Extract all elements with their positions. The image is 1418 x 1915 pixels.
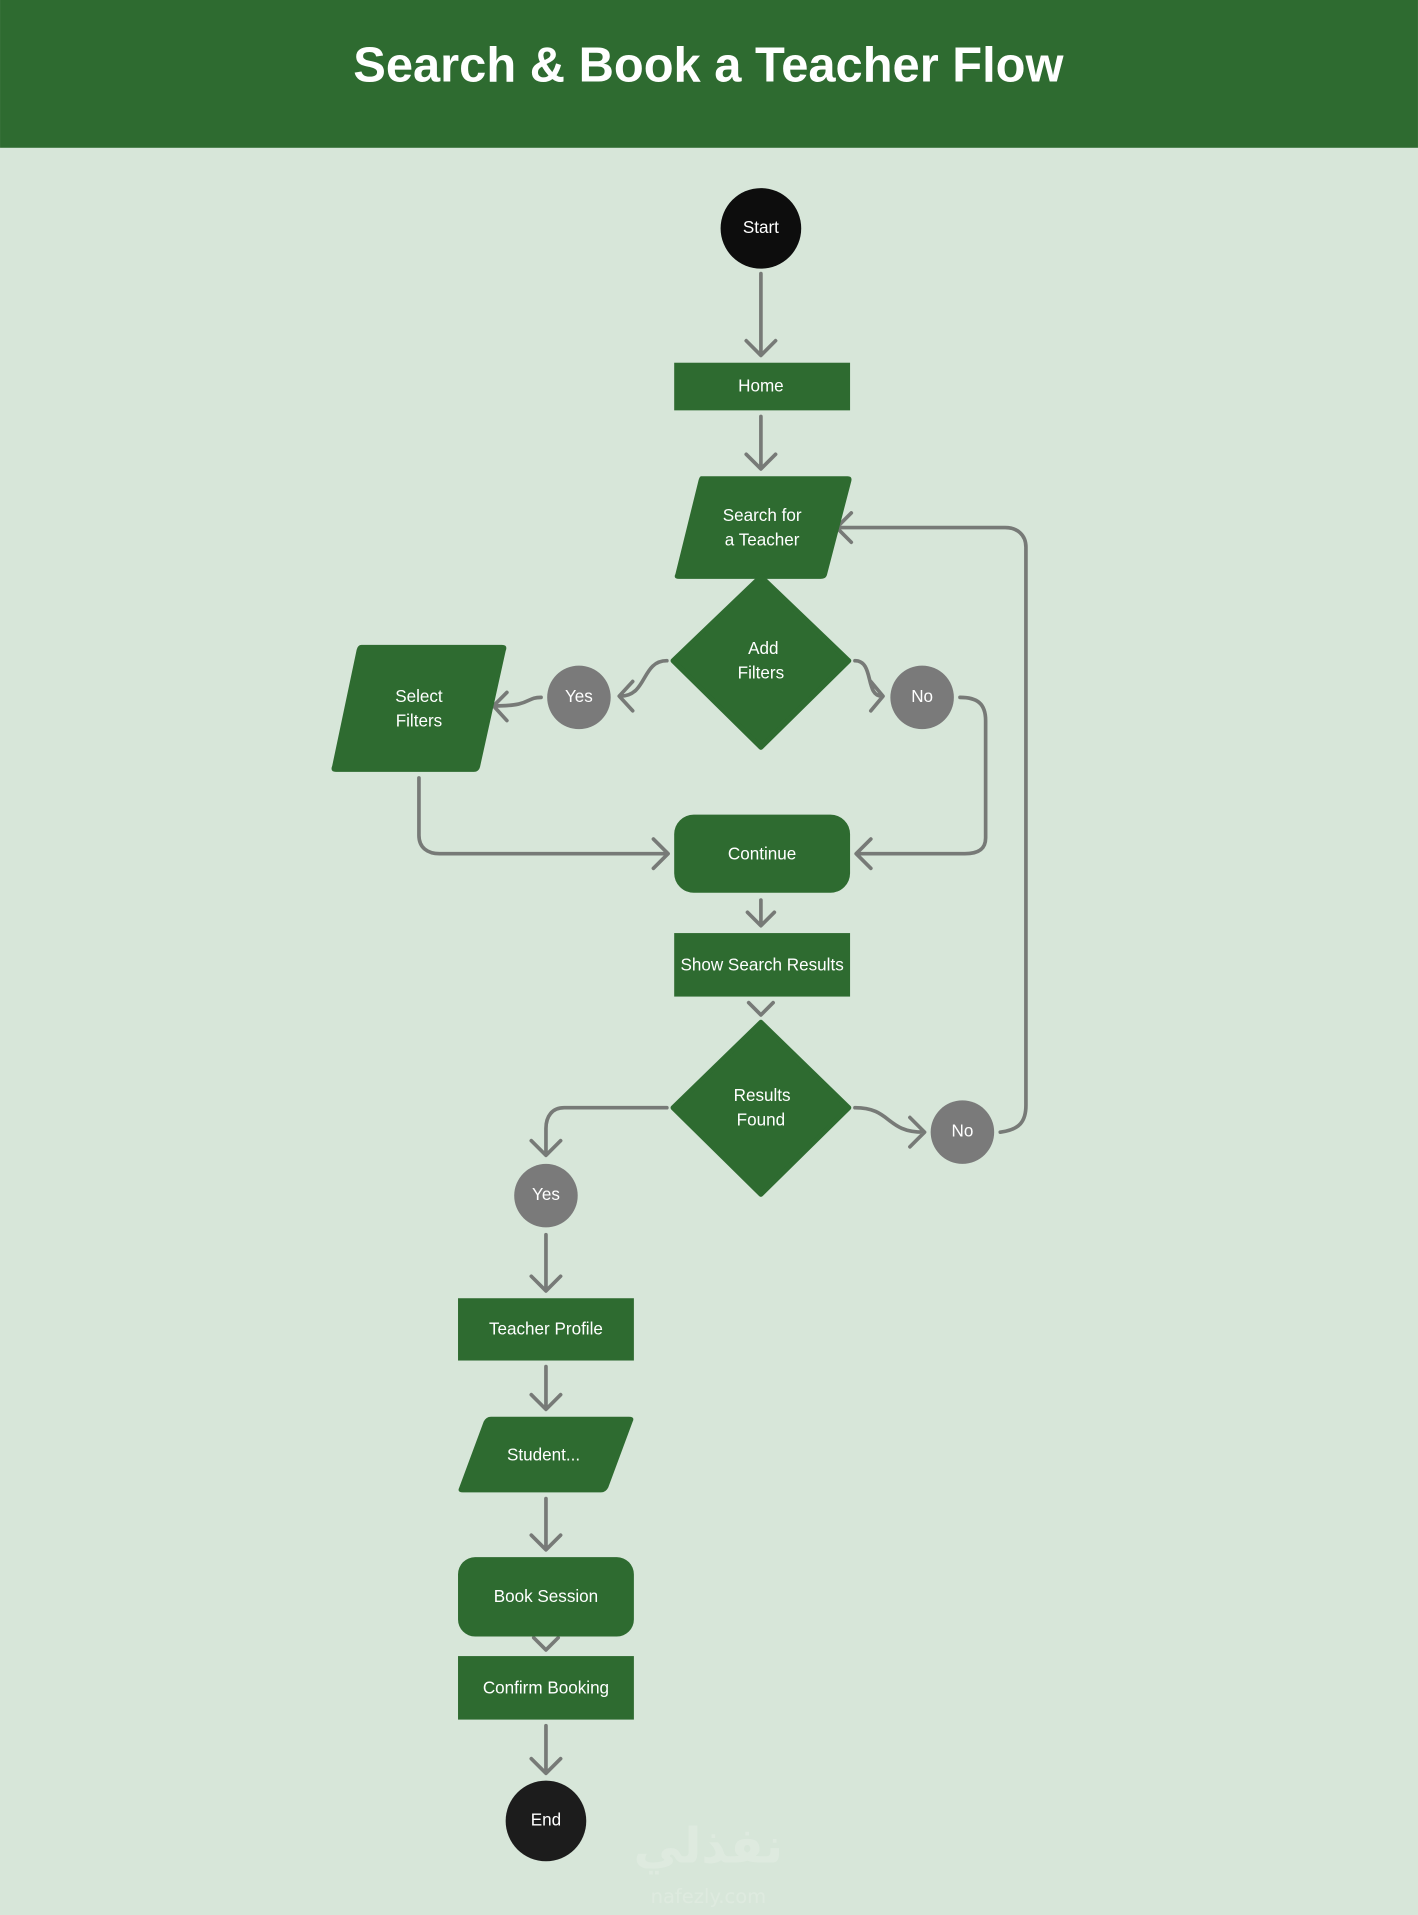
edge-addfilters-yes: [617, 658, 669, 713]
no-label-results: No: [930, 1100, 995, 1164]
start-node[interactable]: Start: [720, 188, 802, 269]
book-session-label: Book Session: [494, 1587, 598, 1606]
results-found-label-line1: Results: [734, 1086, 791, 1105]
teacher-profile-label: Teacher Profile: [489, 1320, 603, 1339]
no-text: No: [951, 1122, 973, 1141]
select-filters-label-line2: Filters: [396, 711, 443, 730]
show-results-label: Show Search Results: [680, 956, 843, 975]
watermark-logo: نفذلي nafezly.com: [634, 1817, 783, 1907]
continue-node[interactable]: Continue: [674, 814, 851, 893]
end-node[interactable]: End: [505, 1780, 587, 1862]
no-label-filters: No: [890, 665, 954, 730]
edge-student-book: [529, 1496, 563, 1552]
results-found-decision[interactable]: Results Found: [670, 1019, 852, 1197]
edge-confirm-end: [529, 1723, 563, 1776]
continue-label: Continue: [728, 844, 796, 863]
confirm-booking-node[interactable]: Confirm Booking: [458, 1656, 634, 1720]
yes-text: Yes: [532, 1185, 560, 1204]
edge-profile-student: [529, 1364, 563, 1412]
start-label: Start: [743, 218, 779, 237]
yes-label-results: Yes: [514, 1163, 578, 1228]
watermark-site-text: nafezly.com: [651, 1885, 767, 1908]
edge-addfilters-no: [853, 658, 885, 713]
search-label-line1: Search for: [723, 506, 802, 525]
yes-label-filters: Yes: [547, 665, 611, 730]
select-filters-label-line1: Select: [395, 687, 443, 706]
results-found-label-line2: Found: [737, 1111, 785, 1130]
header-bar: [0, 0, 1418, 148]
page-title: Search & Book a Teacher Flow: [353, 38, 1064, 92]
teacher-profile-node[interactable]: Teacher Profile: [458, 1298, 634, 1361]
no-text: No: [911, 687, 933, 706]
yes-text: Yes: [565, 687, 593, 706]
book-session-node[interactable]: Book Session: [458, 1557, 634, 1637]
edge-selectfilters-continue: [417, 776, 670, 871]
show-search-results-node[interactable]: Show Search Results: [674, 933, 851, 997]
search-label-line2: a Teacher: [725, 531, 800, 550]
add-filters-decision[interactable]: Add Filters: [670, 574, 852, 750]
select-filters-node[interactable]: Select Filters: [331, 644, 507, 772]
student-node[interactable]: Student...: [458, 1416, 634, 1493]
edge-results-found: [746, 1000, 775, 1017]
add-filters-label-line2: Filters: [738, 664, 785, 683]
edge-home-search: [744, 414, 778, 471]
student-label: Student...: [507, 1445, 580, 1464]
edge-start-home: [744, 271, 778, 358]
confirm-booking-label: Confirm Booking: [483, 1679, 609, 1698]
watermark-logo-text: نفذلي: [634, 1817, 783, 1874]
edge-found-yes: [529, 1105, 669, 1158]
end-label: End: [531, 1810, 561, 1829]
edge-no-continue: [854, 695, 988, 871]
edge-book-confirm: [531, 1635, 561, 1652]
edge-found-no: [853, 1105, 927, 1149]
home-label: Home: [738, 377, 784, 396]
connectors: [417, 271, 1028, 1776]
edge-yes-profile: [529, 1232, 563, 1293]
add-filters-label-line1: Add: [748, 639, 778, 658]
edge-continue-results: [745, 898, 777, 928]
search-teacher-node[interactable]: Search for a Teacher: [674, 476, 852, 579]
home-node[interactable]: Home: [674, 362, 851, 411]
